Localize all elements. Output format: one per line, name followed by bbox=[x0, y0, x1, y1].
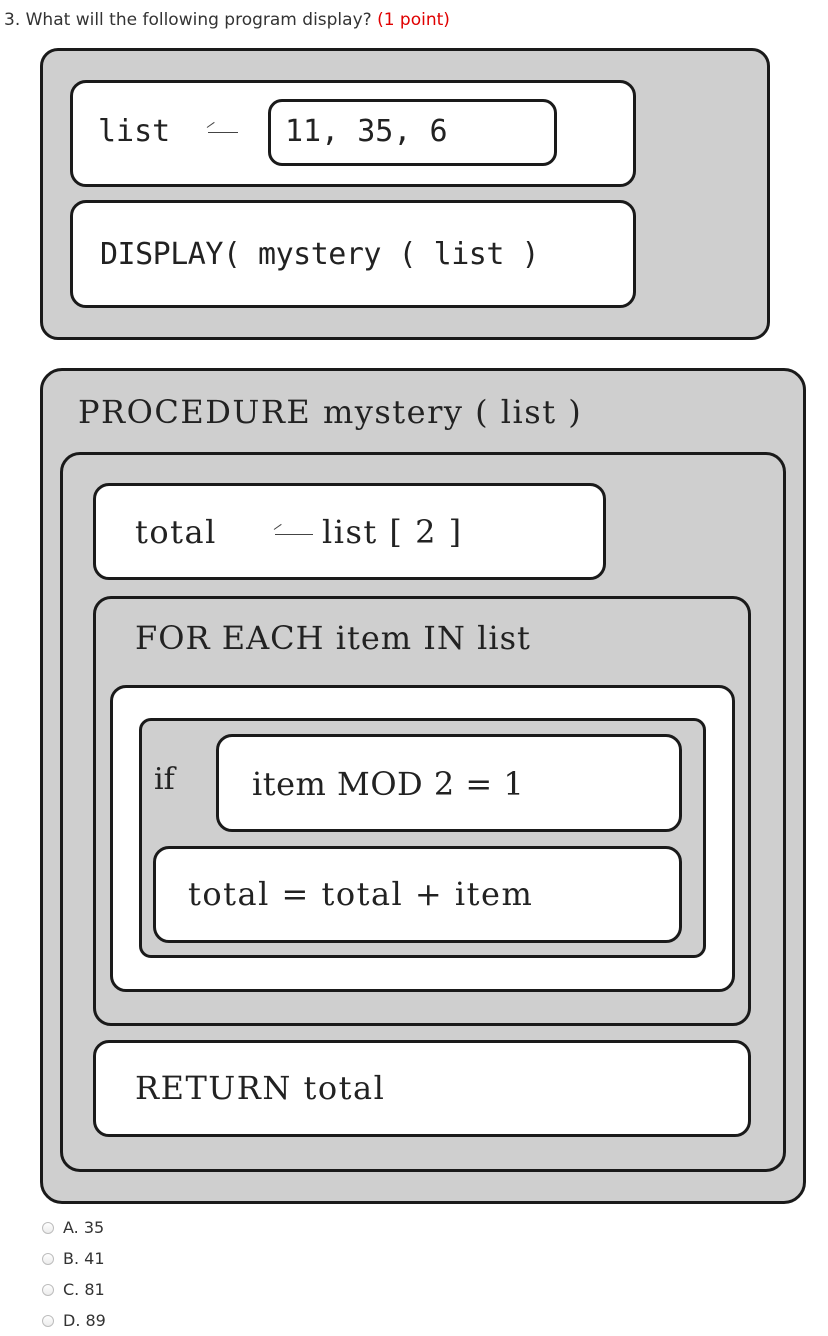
assignment-arrow-icon bbox=[275, 534, 313, 535]
if-keyword: if bbox=[154, 762, 175, 797]
answer-option-label: D. 89 bbox=[63, 1311, 106, 1330]
condition-expression: item MOD 2 = 1 bbox=[252, 765, 525, 803]
return-block bbox=[93, 1040, 751, 1137]
answer-option-d[interactable]: D. 89 bbox=[42, 1305, 106, 1336]
list-variable: list bbox=[98, 114, 171, 149]
for-each-statement: FOR EACH item IN list bbox=[135, 619, 531, 657]
answer-option-label: B. 41 bbox=[63, 1249, 105, 1268]
question-points: (1 point) bbox=[377, 10, 450, 30]
answer-option-b[interactable]: B. 41 bbox=[42, 1243, 106, 1274]
total-init-block bbox=[93, 483, 606, 580]
question-text: 3. What will the following program displ… bbox=[4, 10, 372, 30]
total-update-block bbox=[153, 846, 682, 943]
display-block bbox=[70, 200, 636, 308]
radio-icon[interactable] bbox=[42, 1314, 54, 1327]
list-index-expression: list [ 2 ] bbox=[322, 513, 463, 551]
list-values-block bbox=[268, 99, 557, 166]
answer-option-a[interactable]: A. 35 bbox=[42, 1212, 106, 1243]
radio-icon[interactable] bbox=[42, 1252, 54, 1265]
display-statement: DISPLAY( mystery ( list ) bbox=[100, 237, 540, 272]
answer-option-c[interactable]: C. 81 bbox=[42, 1274, 106, 1305]
total-update-statement: total = total + item bbox=[188, 875, 534, 913]
answer-option-label: A. 35 bbox=[63, 1218, 105, 1237]
total-variable: total bbox=[135, 513, 217, 551]
question-prompt: 3. What will the following program displ… bbox=[4, 10, 450, 30]
radio-icon[interactable] bbox=[42, 1221, 54, 1234]
radio-icon[interactable] bbox=[42, 1283, 54, 1296]
return-statement: RETURN total bbox=[135, 1069, 386, 1107]
answer-option-label: C. 81 bbox=[63, 1280, 105, 1299]
procedure-header: PROCEDURE mystery ( list ) bbox=[78, 393, 583, 431]
list-values: 11, 35, 6 bbox=[285, 114, 448, 149]
condition-block bbox=[216, 734, 682, 832]
assignment-arrow-icon bbox=[208, 132, 238, 133]
answer-options: A. 35 B. 41 C. 81 D. 89 bbox=[42, 1212, 106, 1336]
